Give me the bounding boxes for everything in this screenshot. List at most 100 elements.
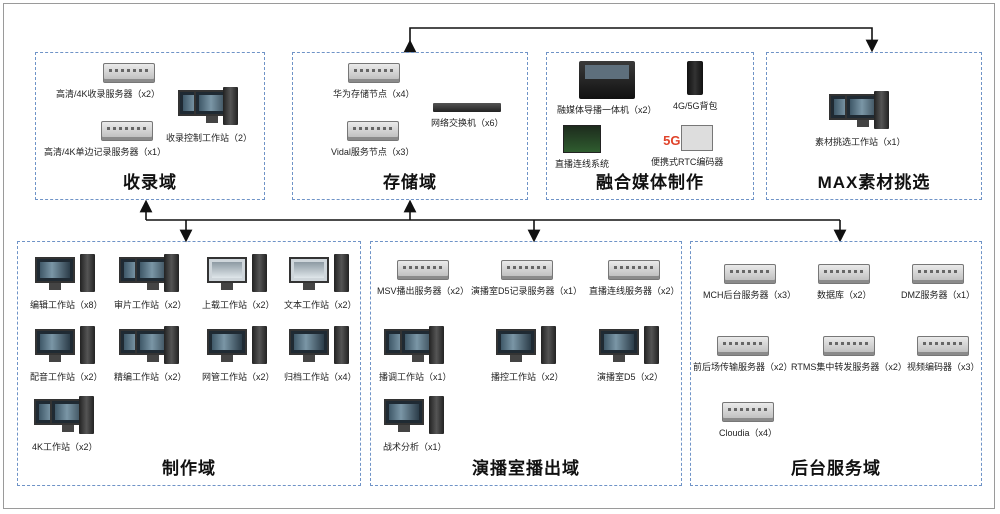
item-studio-d5: 演播室D5（x2） [597, 326, 663, 383]
domain-title: 制作域 [162, 459, 216, 478]
item-4k-workstation: 4K工作站（x2） [32, 396, 98, 453]
item-live-link-server: 直播连线服务器（x2） [589, 260, 680, 297]
server-icon [912, 264, 964, 284]
domain-cunchu: 华为存储节点（x4） Vidal服务节点（x3） 网络交换机（x6） 存储域 [292, 52, 528, 200]
item-label: 战术分析（x1） [383, 442, 447, 452]
item-ingest-control-workstation: 收录控制工作站（2） [166, 87, 252, 144]
domain-zhizuo: 编辑工作站（x8） 审片工作站（x2） 上载工作站（x2） 文本工作站（x2） … [17, 241, 361, 486]
item-label: 上载工作站（x2） [202, 300, 275, 310]
workstation-icon [289, 326, 351, 366]
item-label: 收录控制工作站（2） [166, 133, 253, 143]
item-tactical-analysis: 战术分析（x1） [383, 396, 447, 453]
item-text-workstation: 文本工作站（x2） [284, 254, 357, 311]
server-icon [397, 260, 449, 280]
domain-title: 存储域 [383, 173, 437, 192]
workstation-icon [207, 254, 269, 294]
item-huawei-storage-node: 华为存储节点（x4） [333, 63, 415, 100]
item-label: 华为存储节点（x4） [333, 89, 415, 99]
item-live-link-system: 直播连线系统 [555, 125, 609, 170]
item-playout-control-workstation: 播控工作站（x2） [491, 326, 564, 383]
item-label: 4G/5G背包 [673, 101, 718, 111]
item-label: 配音工作站（x2） [30, 372, 103, 382]
item-label: 数据库（x2） [817, 290, 872, 300]
item-cloudia: Cloudia（x4） [719, 402, 777, 439]
item-label: 直播连线服务器（x2） [589, 286, 680, 296]
storage-max-link [403, 27, 879, 53]
item-label: 高清/4K单边记录服务器（x1） [44, 147, 167, 157]
item-archive-workstation: 归档工作站（x4） [284, 326, 357, 383]
workstation-icon [35, 326, 97, 366]
switch-icon [433, 103, 502, 112]
item-label: 直播连线系统 [555, 159, 610, 169]
item-label: 播调工作站（x1） [379, 372, 452, 382]
workstation-icon [35, 254, 97, 294]
server-icon [723, 264, 776, 284]
item-label: 编辑工作站（x8） [30, 300, 103, 310]
5g-badge: 5G [663, 133, 681, 148]
item-label: 归档工作站（x4） [284, 372, 357, 382]
server-icon [722, 402, 775, 422]
server-icon [608, 260, 661, 280]
item-hd-4k-single-recorder: 高清/4K单边记录服务器（x1） [44, 121, 166, 158]
item-label: 审片工作站（x2） [114, 300, 187, 310]
item-label: 播控工作站（x2） [491, 372, 564, 382]
workstation-icon [178, 87, 240, 127]
item-edit-workstation: 编辑工作站（x8） [30, 254, 103, 311]
item-label: MSV播出服务器（x2） [377, 286, 470, 296]
item-label: MCH后台服务器（x3） [703, 290, 797, 300]
item-upload-workstation: 上载工作站（x2） [202, 254, 275, 311]
domain-title: 演播室播出域 [472, 459, 580, 478]
workstation-icon [119, 254, 181, 294]
server-icon [500, 260, 553, 280]
server-icon [101, 121, 153, 141]
item-studio-d5-recorder: 演播室D5记录服务器（x1） [471, 260, 582, 297]
item-dispatch-workstation: 播调工作站（x1） [379, 326, 452, 383]
workstation-icon [119, 326, 181, 366]
workstation-icon [33, 396, 96, 436]
domain-title: 融合媒体制作 [596, 173, 704, 192]
domain-yanbo: MSV播出服务器（x2） 演播室D5记录服务器（x1） 直播连线服务器（x2） … [370, 241, 682, 486]
diagram-frame [3, 3, 995, 509]
item-4g-5g-backpack: 4G/5G背包 [673, 61, 718, 112]
server-icon [346, 121, 399, 141]
server-icon [917, 336, 970, 356]
item-label: 融媒体导播一体机（x2） [557, 105, 657, 115]
domain-houtai: MCH后台服务器（x3） 数据库（x2） DMZ服务器（x1） 前后场传输服务器… [690, 241, 982, 486]
live-link-icon [563, 125, 601, 153]
workstation-icon [599, 326, 661, 366]
workstation-icon [384, 326, 446, 366]
workstation-icon [289, 254, 351, 294]
item-dubbing-workstation: 配音工作站（x2） [30, 326, 103, 383]
item-label: 文本工作站（x2） [284, 300, 357, 310]
server-icon [822, 336, 875, 356]
server-icon [818, 264, 871, 284]
item-label: 视频编码器（x3） [907, 362, 980, 372]
item-label: 素材挑选工作站（x1） [815, 137, 906, 147]
domain-title: 收录域 [123, 173, 177, 192]
domain-title: MAX素材挑选 [817, 173, 931, 192]
item-label: 网络交换机（x6） [431, 118, 504, 128]
item-label: Cloudia（x4） [719, 428, 778, 438]
item-hd-4k-ingest-server: 高清/4K收录服务器（x2） [56, 63, 160, 100]
item-video-encoder: 视频编码器（x3） [907, 336, 980, 373]
item-label: 高清/4K收录服务器（x2） [56, 89, 161, 99]
workstation-icon [829, 91, 891, 131]
domain-title: 后台服务域 [791, 459, 881, 478]
item-label: RTMS集中转发服务器（x2） [791, 362, 907, 372]
item-dmz-server: DMZ服务器（x1） [901, 264, 975, 301]
item-vidal-service-node: Vidal服务节点（x3） [331, 121, 414, 158]
item-mch-backend-server: MCH后台服务器（x3） [703, 264, 796, 301]
server-icon [347, 63, 400, 83]
server-icon [103, 63, 155, 83]
item-database: 数据库（x2） [817, 264, 872, 301]
domain-ronghe: 融媒体导播一体机（x2） 4G/5G背包 直播连线系统 5G 便携式RTC编码器… [546, 52, 754, 200]
item-review-workstation: 审片工作站（x2） [114, 254, 187, 311]
mixer-icon [578, 61, 635, 99]
item-portable-rtc-encoder: 5G 便携式RTC编码器 [651, 125, 723, 168]
item-material-select-workstation: 素材挑选工作站（x1） [815, 91, 906, 148]
item-transfer-server: 前后场传输服务器（x2） [693, 336, 793, 373]
rtc-encoder-icon: 5G [663, 125, 714, 151]
item-netmgmt-workstation: 网管工作站（x2） [202, 326, 275, 383]
item-media-mixer: 融媒体导播一体机（x2） [557, 61, 657, 116]
